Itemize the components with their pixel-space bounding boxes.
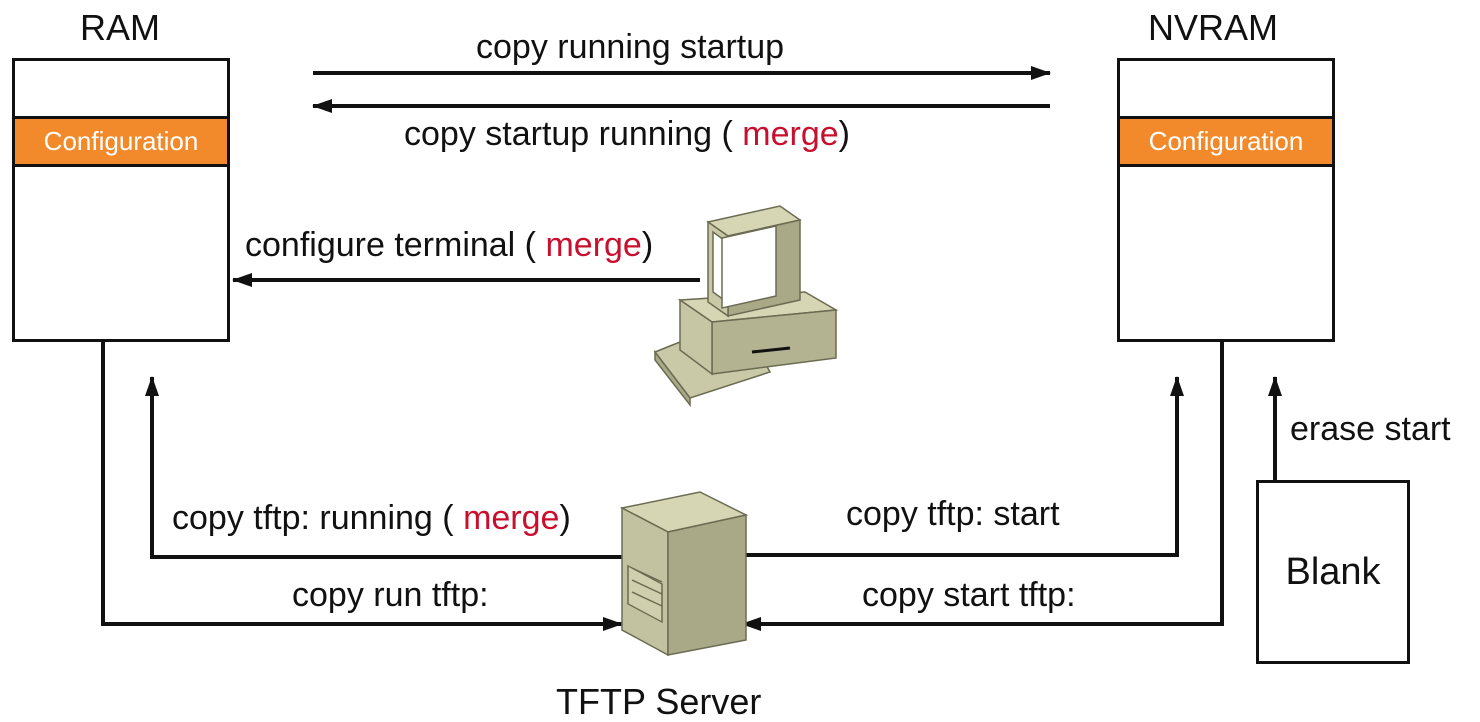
blank-label: Blank [1285, 551, 1381, 593]
tftp-server-label: TFTP Server [556, 681, 762, 722]
label-configure-terminal-text: configure terminal ( [245, 226, 537, 264]
label-copy-running-startup: copy running startup [476, 28, 785, 66]
computer-icon [653, 205, 839, 408]
nvram-box: Configuration [1117, 58, 1335, 342]
merge-tag: merge [742, 115, 839, 153]
server-icon [619, 491, 749, 657]
label-erase-start: erase start [1290, 410, 1451, 448]
arrow-copy-tftp-start [742, 376, 1184, 557]
close-paren: ) [559, 499, 571, 537]
nvram-title: NVRAM [1148, 7, 1279, 48]
merge-tag: merge [463, 499, 560, 537]
blank-box: Blank [1256, 480, 1410, 664]
arrow-copy-tftp-running [145, 376, 622, 559]
label-copy-tftp-running: copy tftp: running ( merge) [172, 501, 571, 535]
ram-box: Configuration [12, 58, 230, 342]
close-paren: ) [838, 115, 850, 153]
label-copy-tftp-running-text: copy tftp: running ( [172, 499, 454, 537]
arrow-copy-run-tftp [101, 342, 623, 631]
ram-title: RAM [80, 7, 160, 48]
arrow-copy-start-tftp [741, 342, 1224, 631]
close-paren: ) [641, 226, 654, 264]
label-copy-tftp-start: copy tftp: start [846, 495, 1060, 533]
ram-configuration-block: Configuration [15, 116, 227, 167]
merge-tag: merge [545, 226, 642, 264]
label-configure-terminal: configure terminal ( merge) [245, 228, 653, 262]
label-copy-startup-running-text: copy startup running ( [404, 115, 733, 153]
label-copy-run-tftp: copy run tftp: [292, 576, 489, 614]
nvram-configuration-block: Configuration [1120, 116, 1332, 167]
label-copy-startup-running: copy startup running ( merge) [404, 117, 850, 151]
label-copy-start-tftp: copy start tftp: [862, 576, 1076, 614]
